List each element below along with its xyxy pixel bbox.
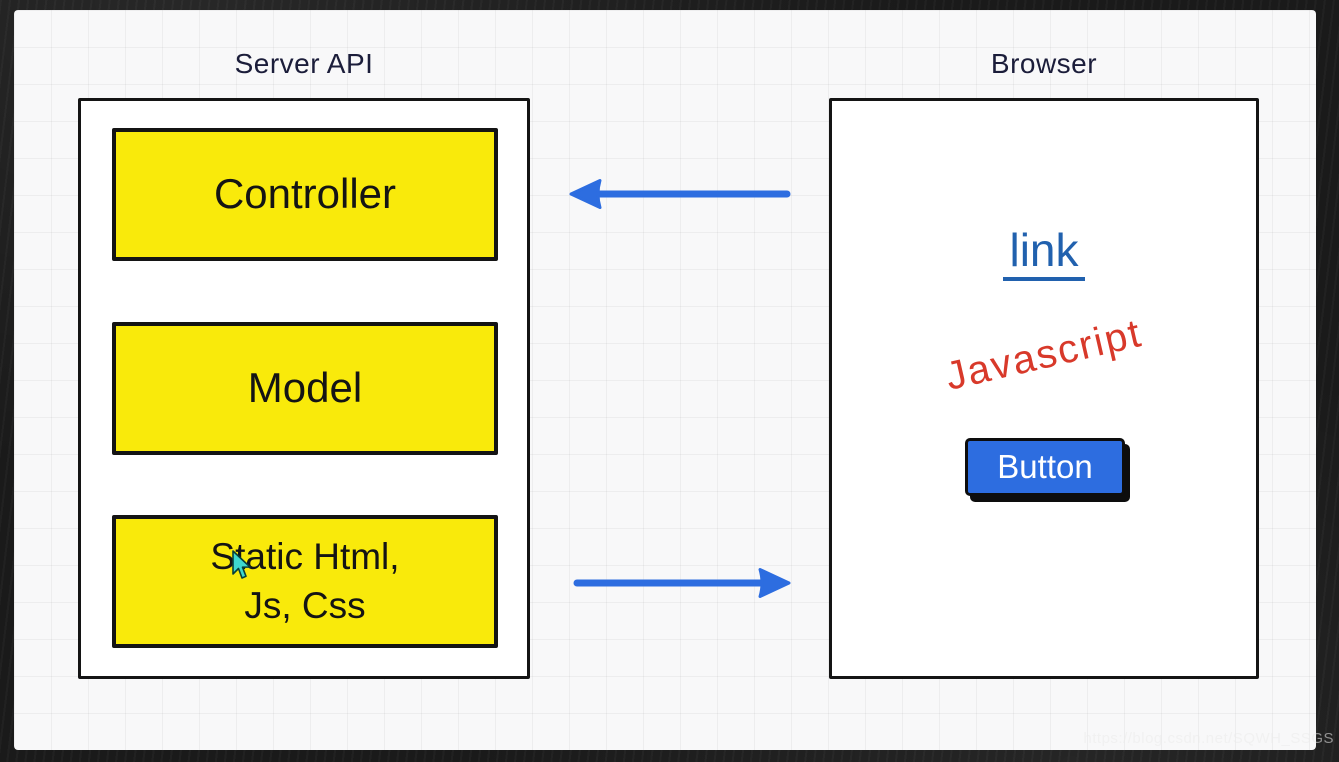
server-api-container: Controller Model Static Html, Js, Css <box>78 98 530 679</box>
mouse-cursor-icon <box>232 550 251 579</box>
browser-container: link Javascript Button <box>829 98 1259 679</box>
javascript-wrap: Javascript <box>832 286 1255 425</box>
server-api-title: Server API <box>234 48 374 79</box>
javascript-label: Javascript <box>941 311 1147 399</box>
controller-label: Controller <box>213 170 397 218</box>
csdn-watermark: https://blog.csdn.net/SQWH_SSGS <box>1083 730 1334 747</box>
static-assets-label: Static Html, Js, Css <box>210 536 400 626</box>
controller-box: Controller <box>112 128 498 261</box>
browser-button[interactable]: Button <box>965 438 1125 496</box>
model-label: Model <box>247 364 363 412</box>
arrow-left-icon <box>569 179 791 209</box>
browser-button-label: Button <box>997 448 1093 485</box>
model-box: Model <box>112 322 498 455</box>
arrow-right-icon <box>573 568 791 598</box>
link-wrap: link <box>832 226 1256 282</box>
static-assets-box: Static Html, Js, Css <box>112 515 498 648</box>
hyperlink[interactable]: link <box>1003 226 1085 282</box>
browser-title: Browser <box>990 48 1098 79</box>
